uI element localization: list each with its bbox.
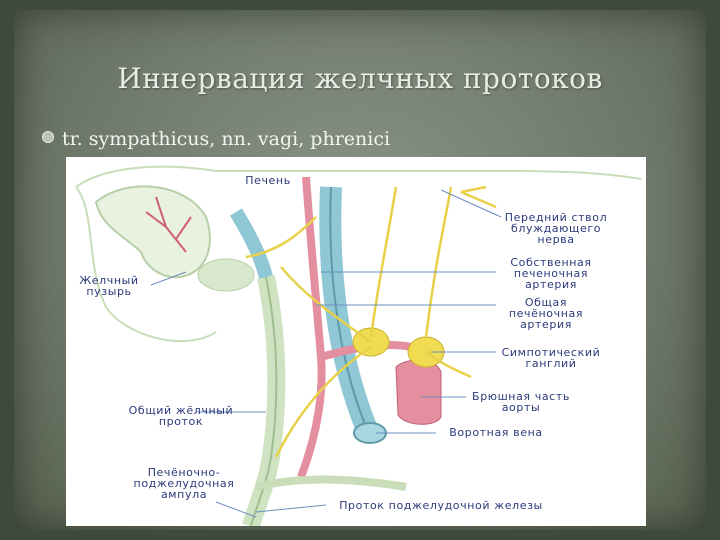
pancreatic-duct <box>255 475 407 491</box>
bullet-dot-icon <box>42 131 54 143</box>
liver-outline <box>75 165 642 188</box>
bullet-text: tr. sympathicus, nn. vagi, phrenici <box>62 128 391 150</box>
anatomy-diagram: Печень Желчный пузырь Передний ствол блу… <box>66 157 646 526</box>
gallbladder-vessels <box>145 196 192 253</box>
label-proper-hepatic-artery: Собственная печеночная артерия <box>510 256 592 291</box>
label-pancreatic-duct: Проток поджелудочной железы <box>339 499 543 512</box>
label-common-bile-duct: Общий жёлчный проток <box>128 404 234 428</box>
gallbladder-shape <box>94 185 211 279</box>
common-bile-duct-edge <box>250 276 278 526</box>
label-hepatopancreatic-ampulla: Печёночно-поджелудочная ампула <box>133 466 235 501</box>
label-portal-vein: Воротная вена <box>449 426 543 439</box>
nerve-fibers <box>245 185 497 458</box>
label-liver: Печень <box>245 174 291 187</box>
cystic-duct <box>197 258 255 292</box>
label-gallbladder: Желчный пузырь <box>79 274 139 298</box>
hepatic-duct-left <box>229 208 273 279</box>
aorta <box>395 359 442 425</box>
bullet-item: tr. sympathicus, nn. vagi, phrenici <box>42 128 390 150</box>
diagram-drawing <box>75 165 642 526</box>
liver-edge <box>75 186 217 343</box>
label-sympathetic-ganglion: Симпотический ганглий <box>501 346 601 370</box>
leader-lines <box>150 189 502 518</box>
label-abdominal-aorta: Брюшная часть аорты <box>472 390 570 414</box>
portal-vein-edge <box>329 186 367 428</box>
slide-title: Иннервация желчных протоков <box>117 62 603 95</box>
label-common-hepatic-artery: Общая печёночная артерия <box>508 296 584 331</box>
label-vagus-trunk: Передний ствол блуждающего нерва <box>504 211 608 246</box>
